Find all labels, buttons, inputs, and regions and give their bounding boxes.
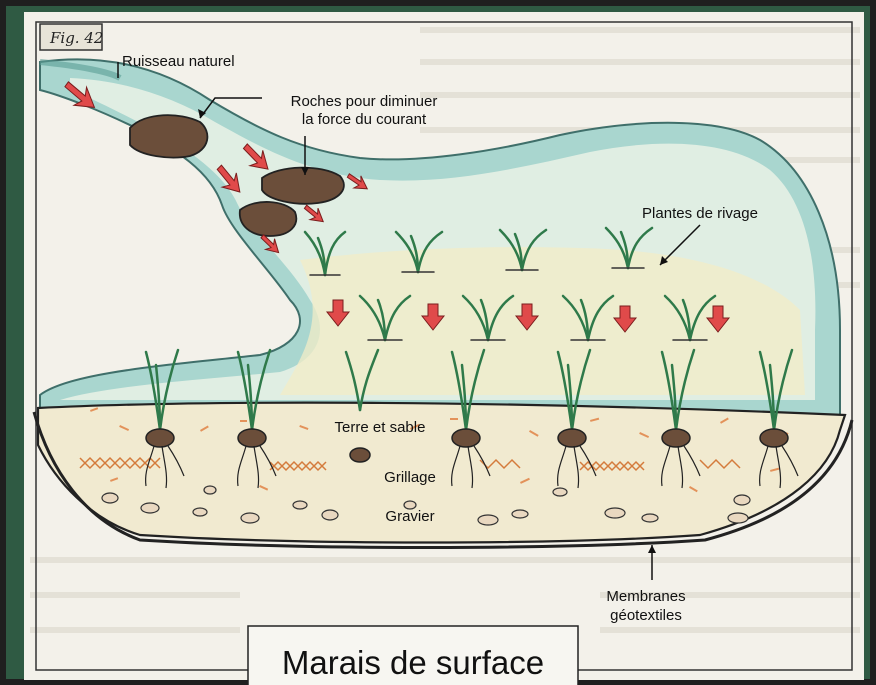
rock-1 xyxy=(130,115,207,157)
label-shore-plants: Plantes de rivage xyxy=(642,205,758,222)
label-membrane-line1: Membranes xyxy=(606,588,685,605)
caption-box: Marais de surface xyxy=(248,626,578,685)
label-rocks-line2: la force du courant xyxy=(302,111,427,128)
label-gravel: Gravier xyxy=(385,508,434,525)
figure-number-box: Fig. 42 xyxy=(40,24,103,50)
rock-3 xyxy=(240,202,296,236)
label-membrane-line2: géotextiles xyxy=(610,607,682,624)
label-mesh: Grillage xyxy=(384,469,436,486)
rock-2 xyxy=(262,168,344,204)
figure-title: Marais de surface xyxy=(282,644,544,681)
soil-bed xyxy=(34,403,852,548)
label-stream: Ruisseau naturel xyxy=(122,53,235,70)
label-soil: Terre et sable xyxy=(335,419,426,436)
label-rocks-line1: Roches pour diminuer xyxy=(291,93,438,110)
figure-number: Fig. 42 xyxy=(49,29,103,47)
